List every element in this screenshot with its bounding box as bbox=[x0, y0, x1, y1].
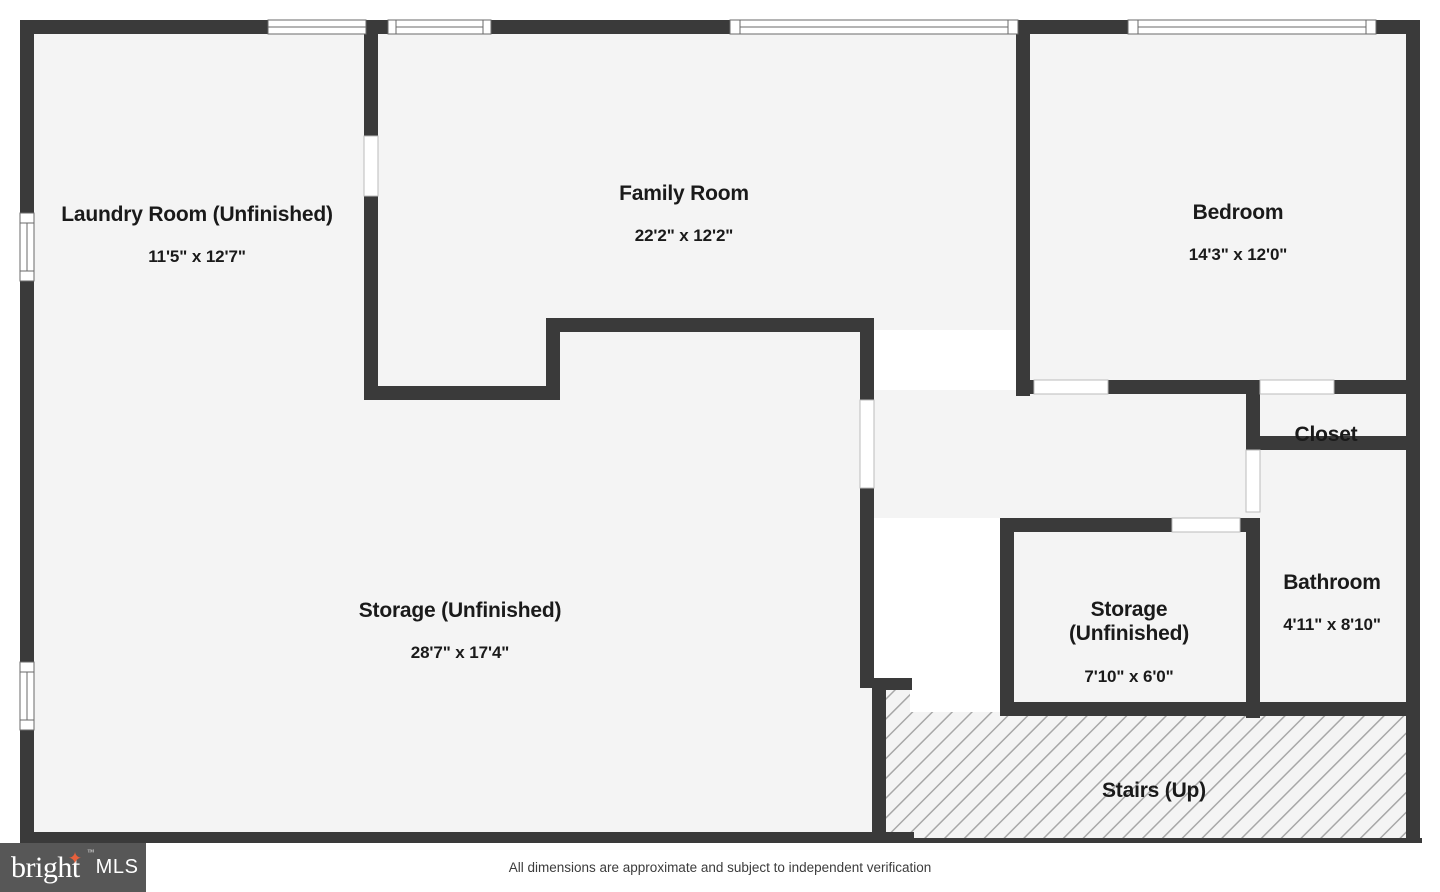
stairs-area bbox=[872, 678, 1412, 840]
door-laundry-family bbox=[363, 135, 379, 197]
window-top-family-right bbox=[729, 19, 1019, 35]
wall-family-step-vert bbox=[546, 318, 560, 400]
footer-bar: All dimensions are approximate and subje… bbox=[0, 843, 1440, 892]
wall-storage-small-left bbox=[1000, 518, 1014, 714]
room-fill-hall bbox=[872, 390, 1252, 518]
stairs-hatch-main bbox=[910, 712, 1412, 840]
brand-mls-text: MLS bbox=[95, 856, 139, 878]
wall-storage-right-a bbox=[860, 318, 874, 400]
wall-left-3 bbox=[20, 730, 34, 846]
room-fill-storage-main bbox=[28, 318, 910, 840]
brand-star-icon: ✦ bbox=[67, 848, 82, 868]
brand-wordmark: bright ✦ ™ bbox=[11, 848, 94, 884]
wall-top-3 bbox=[489, 20, 732, 34]
wall-left-1 bbox=[20, 20, 34, 215]
wall-storage-small-bottom bbox=[1000, 702, 1260, 716]
wall-storage-right-b bbox=[860, 488, 874, 688]
door-closet bbox=[1245, 449, 1261, 513]
wall-storage-small-top-a bbox=[1000, 518, 1172, 532]
brand-trademark-icon: ™ bbox=[87, 847, 94, 856]
wall-laundry-bottom bbox=[364, 386, 560, 400]
door-bedroom-left bbox=[1033, 379, 1109, 395]
room-fill-bathroom bbox=[1252, 442, 1412, 710]
room-fill-storage-small bbox=[1006, 518, 1252, 710]
door-storage-small bbox=[1171, 517, 1241, 533]
door-bedroom-right bbox=[1259, 379, 1335, 395]
wall-right-2 bbox=[1406, 394, 1420, 852]
wall-laundry-family-a bbox=[364, 20, 378, 138]
wall-bedroom-bottom-a bbox=[1016, 380, 1034, 394]
wall-storage-stub-top bbox=[872, 678, 912, 690]
door-openings bbox=[363, 135, 1335, 533]
bright-mls-logo: bright ✦ ™ MLS bbox=[0, 843, 146, 892]
window-top-laundry bbox=[267, 19, 367, 35]
wall-closet-left bbox=[1246, 390, 1260, 446]
window-top-family-left bbox=[387, 19, 492, 35]
wall-closet-bottom bbox=[1246, 436, 1420, 450]
window-top-bedroom bbox=[1127, 19, 1377, 35]
room-fill-family bbox=[372, 28, 1024, 330]
wall-storage-small-right bbox=[1246, 518, 1260, 714]
wall-family-bedroom bbox=[1016, 20, 1030, 396]
room-fill-bedroom bbox=[1024, 28, 1412, 390]
window-left-lower bbox=[19, 661, 35, 731]
room-fills bbox=[28, 28, 1412, 840]
wall-stairs-top bbox=[1260, 702, 1420, 716]
wall-left-2 bbox=[20, 281, 34, 664]
disclaimer-text: All dimensions are approximate and subje… bbox=[508, 860, 932, 875]
brand-wordmark-text: bright bbox=[11, 850, 80, 884]
wall-right-1 bbox=[1406, 20, 1420, 394]
wall-bedroom-bottom-c bbox=[1334, 380, 1420, 394]
wall-top-1 bbox=[20, 20, 270, 34]
room-fill-closet bbox=[1252, 390, 1412, 442]
wall-bottom-1 bbox=[20, 832, 914, 846]
wall-laundry-family-b bbox=[364, 196, 378, 400]
wall-bedroom-bottom-b bbox=[1108, 380, 1260, 394]
wall-top-4 bbox=[1016, 20, 1130, 34]
room-fill-laundry bbox=[28, 28, 372, 400]
interior-walls bbox=[364, 20, 1420, 840]
door-storage-main bbox=[859, 399, 875, 489]
wall-storage-right-c bbox=[872, 678, 886, 840]
wall-family-bottom bbox=[546, 318, 874, 332]
windows bbox=[19, 19, 1377, 731]
window-left-upper bbox=[19, 212, 35, 282]
